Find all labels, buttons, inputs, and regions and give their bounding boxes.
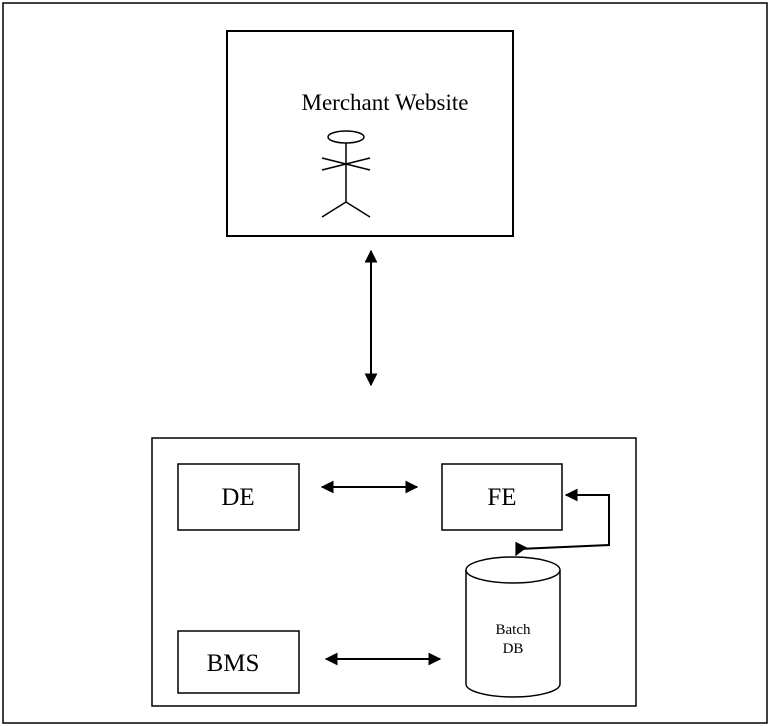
fe-box: FE xyxy=(441,463,563,531)
fe-batchdb-connector xyxy=(515,488,610,557)
bms-label: BMS xyxy=(207,650,260,677)
batch-db-label-line2: DB xyxy=(503,641,524,657)
de-label: DE xyxy=(221,484,254,511)
batch-db-cylinder-icon: Batch DB xyxy=(465,556,561,698)
de-box: DE xyxy=(177,463,300,531)
merchant-website-box: Merchant Website xyxy=(226,30,514,237)
fe-label: FE xyxy=(487,484,516,511)
system-container xyxy=(151,437,637,707)
merchant-website-label: Merchant Website xyxy=(302,90,469,115)
user-stick-figure-icon xyxy=(321,130,371,218)
batch-db-label-line1: Batch xyxy=(496,622,531,638)
bms-box: BMS xyxy=(177,630,300,694)
